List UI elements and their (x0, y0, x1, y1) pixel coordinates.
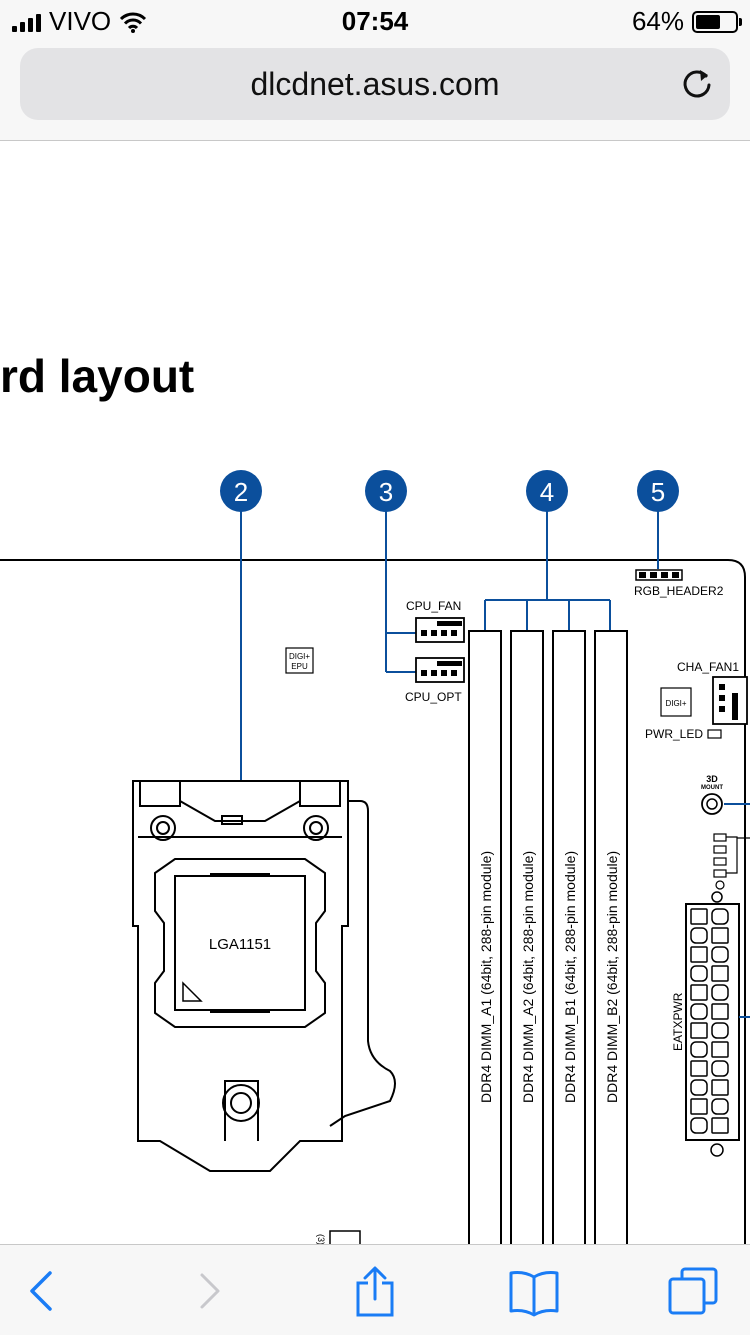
eatxpwr-pin (711, 965, 729, 982)
pwr-led-label: PWR_LED (645, 727, 703, 741)
cpu-fan-header (415, 617, 465, 643)
socket-pin1-triangle (182, 981, 203, 1002)
dimm-a1-label: DDR4 DIMM_A1 (64bit, 288-pin module) (478, 851, 494, 1103)
page-heading: rd layout (0, 350, 195, 402)
eatxpwr-pin (690, 1098, 708, 1115)
eatxpwr-pin (690, 1060, 708, 1077)
eatxpwr-pin (711, 984, 729, 1001)
callout-5: 5 (637, 470, 679, 569)
address-bar[interactable]: dlcdnet.asus.com (20, 48, 730, 120)
callout-2: 2 (220, 470, 262, 780)
eatxpwr-pin (711, 1098, 729, 1115)
cha-fan-label: CHA_FAN1 (677, 660, 739, 674)
status-left: VIVO (12, 6, 147, 37)
callout-4-label: 4 (540, 477, 554, 507)
eatxpwr-pin (711, 1060, 729, 1077)
signal-icon (12, 12, 41, 32)
cpu-opt-header (415, 657, 465, 683)
browser-toolbar (0, 1244, 750, 1335)
status-bar: VIVO 07:54 64% (0, 0, 750, 44)
reload-icon[interactable] (680, 66, 714, 100)
led-indicators (713, 833, 750, 890)
url-text[interactable]: dlcdnet.asus.com (250, 66, 500, 102)
bookmarks-icon[interactable] (506, 1263, 562, 1319)
eatxpwr-pin (690, 984, 708, 1001)
callout-2-label: 2 (234, 477, 248, 507)
eatxpwr-pin (690, 946, 708, 963)
browser-chrome: dlcdnet.asus.com (0, 44, 750, 141)
battery-icon (692, 10, 742, 33)
rgb-header: RGB_HEADER2 (634, 569, 724, 598)
callout-5-label: 5 (651, 477, 665, 507)
digi-epu-text-2: EPU (291, 662, 308, 671)
motherboard-layout-diagram: 2 3 4 5 (0, 470, 750, 1244)
eatxpwr-pin (711, 1041, 729, 1058)
dimm-b1-label: DDR4 DIMM_B1 (64bit, 288-pin module) (562, 851, 578, 1103)
partial-component: (3) (316, 1230, 361, 1244)
eatxpwr-pin (711, 908, 729, 925)
wifi-icon (120, 12, 147, 33)
eatxpwr-pin (711, 946, 729, 963)
rgb-header-label: RGB_HEADER2 (634, 584, 724, 598)
callout-3-label: 3 (379, 477, 393, 507)
eatxpwr-pin (711, 1117, 729, 1134)
eatxpwr-pin (711, 927, 729, 944)
dimm-slots: DDR4 DIMM_A1 (64bit, 288-pin module) DDR… (468, 630, 628, 1244)
dimm-b2-label: DDR4 DIMM_B2 (64bit, 288-pin module) (604, 851, 620, 1103)
mount-text-1: 3D (706, 774, 718, 784)
back-icon[interactable] (14, 1263, 70, 1319)
callout-4: 4 (484, 470, 611, 630)
digi-chip: DIGI+ (660, 687, 692, 717)
eatxpwr-label: EATXPWR (671, 992, 685, 1051)
eatxpwr-pin (690, 1117, 708, 1134)
svg-text:(3): (3) (316, 1234, 326, 1244)
digi-chip-text: DIGI+ (665, 699, 686, 708)
eatxpwr-pin (690, 908, 708, 925)
eatxpwr-pin (690, 1041, 708, 1058)
eatxpwr-pin (711, 1079, 729, 1096)
eatxpwr-pin (711, 1022, 729, 1039)
eatxpwr-pin (690, 1079, 708, 1096)
eatxpwr-pin (690, 1022, 708, 1039)
carrier-name: VIVO (49, 6, 112, 36)
cpu-fan-label: CPU_FAN (406, 599, 461, 613)
eatxpwr-pin (690, 927, 708, 944)
3d-mount-screw (701, 793, 750, 815)
cpu-opt-label: CPU_OPT (405, 690, 462, 704)
battery-percent: 64% (631, 6, 684, 36)
share-icon[interactable] (347, 1263, 403, 1319)
tabs-icon[interactable] (666, 1263, 722, 1319)
pwr-led-connector (707, 729, 722, 739)
clock: 07:54 (341, 6, 409, 36)
status-right: 64% (631, 6, 742, 37)
eatxpwr-pin (711, 1003, 729, 1020)
callout-3: 3 (365, 470, 416, 673)
web-content: rd layout 2 3 4 (0, 141, 750, 1244)
eatxpwr-connector (685, 891, 750, 1157)
dimm-a2-label: DDR4 DIMM_A2 (64bit, 288-pin module) (520, 851, 536, 1103)
eatxpwr-pin (690, 1003, 708, 1020)
digi-epu-text-1: DIGI+ (289, 652, 310, 661)
cha-fan-header (712, 676, 748, 725)
cpu-socket (132, 780, 396, 1172)
eatxpwr-pin (690, 965, 708, 982)
board-outline (0, 559, 746, 1244)
socket-label: LGA1151 (209, 936, 271, 953)
mount-text-2: MOUNT (701, 785, 723, 791)
digi-epu-chip: DIGI+ EPU (285, 647, 314, 674)
forward-icon[interactable] (182, 1263, 238, 1319)
